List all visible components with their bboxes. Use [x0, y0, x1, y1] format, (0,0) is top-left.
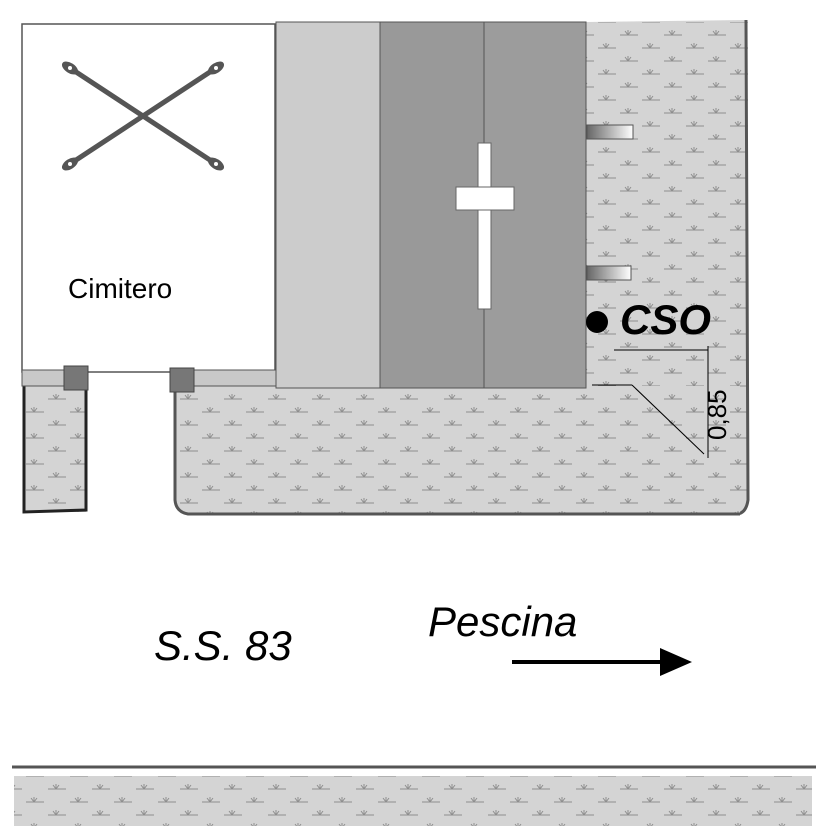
- grass-edge-bottom: [173, 388, 740, 516]
- road-label: S.S. 83: [154, 622, 292, 669]
- direction-arrow-icon: [512, 648, 692, 676]
- building-strip-dark: [483, 21, 587, 389]
- gate-post-right: [169, 367, 195, 393]
- grass-pattern-roadside: [14, 776, 812, 826]
- cemetery-label: Cimitero: [68, 273, 172, 304]
- grass-edge-left: [22, 386, 88, 514]
- cemetery-enclosure: [21, 23, 276, 373]
- distance-dimension: [592, 346, 709, 458]
- building-strip-light: [275, 21, 381, 389]
- gate-post-left: [63, 365, 89, 391]
- crossed-shovels-icon: [61, 61, 225, 171]
- cso-label: CSO: [620, 296, 711, 343]
- grass-pattern-bottom: [175, 388, 740, 514]
- distance-label: 0,85: [702, 389, 732, 440]
- grass-pattern-left: [24, 386, 86, 512]
- marker-bar-lower: [586, 265, 632, 281]
- marker-bar-upper: [586, 124, 634, 140]
- direction-label: Pescina: [428, 598, 577, 645]
- cso-point-marker: [586, 311, 608, 333]
- cross-icon: [455, 142, 515, 310]
